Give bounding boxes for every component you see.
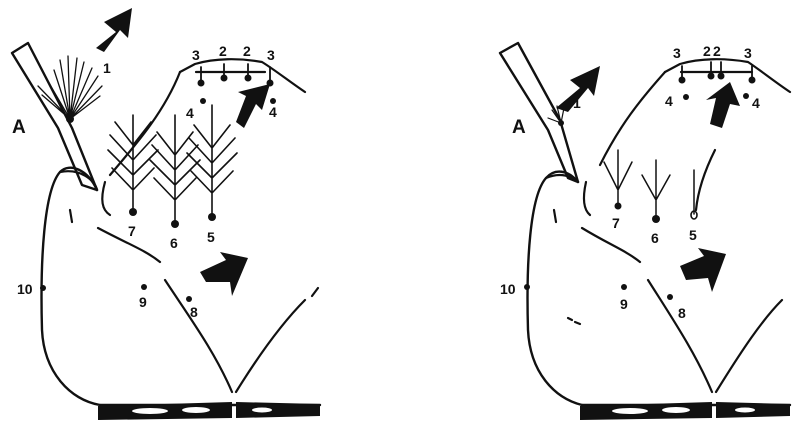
body-dash-right <box>312 288 318 296</box>
label-9: 9 <box>620 296 628 312</box>
socket-10 <box>40 285 46 291</box>
short-bristle-6 <box>642 160 670 223</box>
dorsal-slope <box>110 72 180 175</box>
label-4b: 4 <box>752 95 760 111</box>
label-3a: 3 <box>673 45 681 61</box>
arrow-icon <box>680 248 726 292</box>
label-7: 7 <box>612 215 620 231</box>
label-6: 6 <box>170 235 178 251</box>
arrow-icon <box>706 82 740 128</box>
label-5: 5 <box>689 227 697 243</box>
socket-4a <box>683 94 689 100</box>
body-outline <box>42 168 100 405</box>
panel-left: A <box>12 8 320 420</box>
branched-bristle-5 <box>187 105 237 221</box>
label-2a: 2 <box>703 43 711 59</box>
body-fold-2 <box>584 182 590 215</box>
body-crease <box>582 228 640 262</box>
label-1: 1 <box>103 60 111 76</box>
body-crease-lower <box>165 280 232 392</box>
panel-label: A <box>512 117 526 138</box>
body-dash-low <box>568 318 580 324</box>
arrow-icon <box>96 8 132 52</box>
arrow-icon <box>200 252 248 296</box>
inner-curve <box>696 150 715 210</box>
panel-right: A <box>500 43 790 420</box>
label-2b: 2 <box>243 43 251 59</box>
label-4a: 4 <box>186 105 194 121</box>
label-3b: 3 <box>744 45 752 61</box>
socket-4b <box>743 93 749 99</box>
label-9: 9 <box>139 294 147 310</box>
label-4b: 4 <box>269 104 277 120</box>
label-3b: 3 <box>267 47 275 63</box>
socket-10 <box>524 284 530 290</box>
label-5: 5 <box>207 229 215 245</box>
label-6: 6 <box>651 230 659 246</box>
socket-8 <box>186 296 192 302</box>
arrow-icon <box>236 84 270 128</box>
panel-label: A <box>12 117 26 138</box>
body-crease-lower <box>648 280 712 392</box>
body-fold-2 <box>102 182 110 215</box>
label-2b: 2 <box>713 43 721 59</box>
label-1: 1 <box>573 95 581 111</box>
label-10: 10 <box>17 281 33 297</box>
short-bristle-5 <box>691 170 697 219</box>
label-2a: 2 <box>219 43 227 59</box>
body-dash <box>70 210 72 222</box>
socket-8 <box>667 294 673 300</box>
branched-bristle-7 <box>108 115 158 216</box>
body-crease-right <box>716 300 782 392</box>
label-10: 10 <box>500 281 516 297</box>
body-crease-right <box>236 300 305 392</box>
short-bristle-7 <box>604 150 632 210</box>
bristle-sockets-top <box>198 64 274 87</box>
body-outline <box>528 172 582 405</box>
label-4a: 4 <box>665 93 673 109</box>
dorsal-slope <box>600 72 665 165</box>
socket-4a <box>200 98 206 104</box>
label-7: 7 <box>128 223 136 239</box>
dorsal-ridge <box>180 59 305 92</box>
label-8: 8 <box>678 305 686 321</box>
label-8: 8 <box>190 304 198 320</box>
body-dash <box>554 210 556 222</box>
socket-9 <box>141 284 147 290</box>
leg-segment-outline <box>500 43 578 182</box>
label-3a: 3 <box>192 47 200 63</box>
socket-9 <box>621 284 627 290</box>
